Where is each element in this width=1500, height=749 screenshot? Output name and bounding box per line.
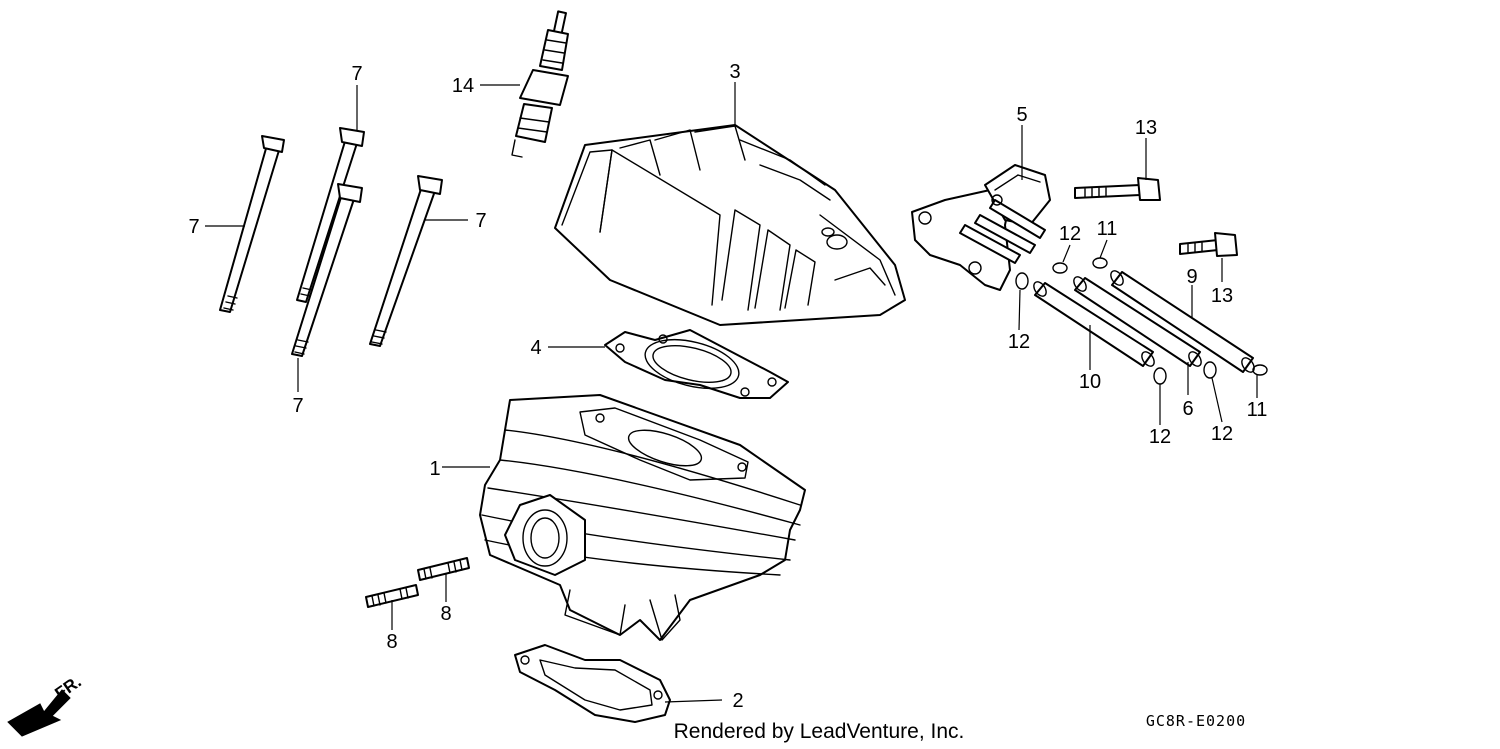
- clip-12-lower: [1153, 367, 1167, 385]
- callout-4: 4: [530, 337, 541, 359]
- hose-9: [1110, 270, 1255, 373]
- stud-bolt-left: [219, 135, 285, 313]
- front-arrow-icon: [7, 689, 71, 737]
- callout-14: 14: [452, 75, 474, 97]
- hose-10: [1033, 281, 1155, 367]
- diagram-code: GC8R-E0200: [1146, 712, 1246, 730]
- spark-plug: [511, 10, 569, 158]
- stud-bolt-mid-upper: [296, 127, 365, 303]
- callout-10: 10: [1079, 371, 1101, 393]
- callout-12-right: 12: [1211, 423, 1233, 445]
- joint-assembly: [911, 164, 1051, 291]
- callout-1: 1: [429, 458, 440, 480]
- callout-11-right: 11: [1247, 399, 1268, 421]
- rendered-by-credit: Rendered by LeadVenture, Inc.: [674, 720, 965, 743]
- callout-3: 3: [729, 61, 740, 83]
- cylinder: [479, 394, 806, 641]
- callout-12-left: 12: [1008, 331, 1030, 353]
- head-gasket: [604, 329, 789, 399]
- base-gasket: [514, 644, 671, 723]
- flange-bolt-upper: [1074, 177, 1161, 201]
- hose-6: [1073, 276, 1202, 367]
- clip-11-right: [1252, 364, 1268, 376]
- callout-6: 6: [1182, 398, 1193, 420]
- callout-5: 5: [1016, 104, 1027, 126]
- callout-2: 2: [732, 690, 743, 712]
- callout-12-upper: 12: [1059, 223, 1081, 245]
- clip-11-upper: [1092, 257, 1108, 269]
- callout-13-lower: 13: [1211, 285, 1233, 307]
- callout-8-right: 8: [440, 603, 451, 625]
- stud-bolt-right: [369, 175, 443, 347]
- callout-11-upper: 11: [1097, 218, 1118, 240]
- short-stud-right: [417, 557, 470, 581]
- clip-12-right: [1203, 361, 1217, 379]
- callout-13-upper: 13: [1135, 117, 1157, 139]
- clip-12-upper: [1052, 262, 1068, 274]
- callout-9: 9: [1186, 266, 1197, 288]
- cylinder-head: [554, 124, 906, 326]
- flange-bolt-lower: [1179, 232, 1238, 257]
- callout-7-left: 7: [188, 216, 199, 238]
- short-stud-left: [365, 584, 419, 608]
- leader-lines: [205, 82, 1258, 703]
- callout-7-right: 7: [475, 210, 486, 232]
- callout-12-lower: 12: [1149, 426, 1171, 448]
- callout-7-bottom: 7: [292, 395, 303, 417]
- stud-bolt-mid-lower: [291, 183, 363, 357]
- clip-12-left: [1015, 272, 1029, 290]
- callout-8-left: 8: [386, 631, 397, 653]
- callout-7-top: 7: [351, 63, 362, 85]
